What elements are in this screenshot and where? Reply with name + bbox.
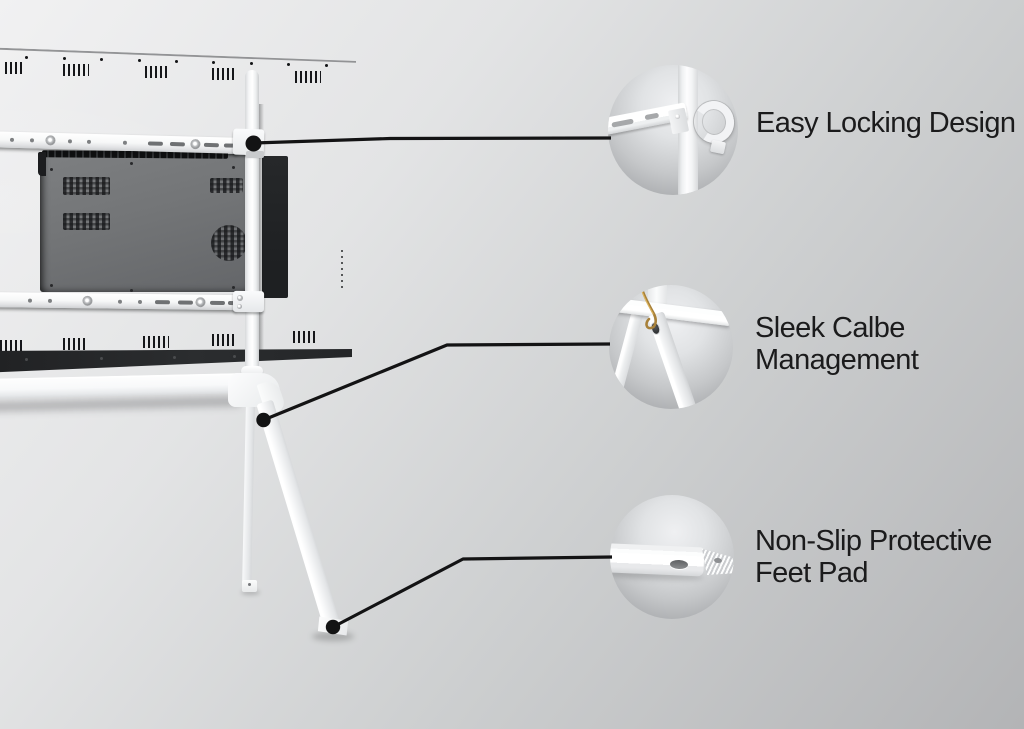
tv-vent-group xyxy=(0,340,22,352)
tv-mesh-vent xyxy=(63,177,110,195)
leader-dot-feet-pad xyxy=(325,619,341,635)
feature-label-line: Non-Slip Protective xyxy=(755,525,992,557)
tv-screw xyxy=(250,62,253,65)
tv-panel-bracket xyxy=(38,152,46,176)
edge-screw xyxy=(341,274,343,276)
edge-screw xyxy=(100,357,103,360)
feature-label-line: Feet Pad xyxy=(755,557,868,589)
leader-line-feet-pad xyxy=(332,555,613,629)
tv-screw xyxy=(63,57,66,60)
callout-circle-easy-locking xyxy=(608,65,738,195)
tv-vent-group xyxy=(212,334,234,346)
tv-io-panel xyxy=(262,156,288,298)
feature-label-line: Management xyxy=(755,344,919,376)
leader-dot-easy-locking xyxy=(245,135,262,152)
tv-screw xyxy=(287,63,290,66)
stand-rear-foot-shadow xyxy=(241,590,260,595)
leader-line-easy-locking xyxy=(253,136,612,145)
tv-vent-group xyxy=(63,338,88,350)
rail-clamp-top-tab xyxy=(246,151,264,158)
callout-circle-cable-management xyxy=(609,285,733,409)
stand-front-foot-shadow xyxy=(312,632,354,641)
rail-clamp-bolt xyxy=(237,304,242,309)
edge-screw xyxy=(341,286,343,288)
tv-mesh-vent xyxy=(63,213,110,230)
pole-shadow-on-tv xyxy=(257,104,264,358)
tv-screw xyxy=(138,59,141,62)
tv-screw xyxy=(25,56,28,59)
edge-screw xyxy=(341,262,343,264)
hinge-screw xyxy=(675,114,680,119)
tv-vent-group xyxy=(293,331,318,343)
edge-screw xyxy=(341,280,343,282)
leader-dot-cable-management xyxy=(256,412,271,428)
zoom-pole-stub xyxy=(648,285,667,305)
panel-screw xyxy=(50,284,53,287)
panel-screw xyxy=(130,289,133,292)
tv-back-panel xyxy=(0,47,356,358)
panel-screw xyxy=(232,286,235,289)
tv-vent-group xyxy=(295,71,321,83)
rear-foot-screw xyxy=(248,583,251,586)
tv-vent-group xyxy=(212,68,234,80)
edge-screw xyxy=(341,250,343,252)
stand-rear-foot xyxy=(242,580,257,592)
tv-mesh-vent xyxy=(210,178,243,193)
tv-screw xyxy=(100,58,103,61)
pole-collar xyxy=(241,366,263,376)
tv-mesh-vent-round xyxy=(211,225,247,261)
panel-screw xyxy=(50,168,53,171)
edge-screw xyxy=(173,356,176,359)
zoom-cable xyxy=(639,285,657,330)
rail-clamp-bolt xyxy=(237,295,243,301)
edge-screw xyxy=(341,256,343,258)
panel-screw xyxy=(130,162,133,165)
edge-screw xyxy=(341,268,343,270)
leader-line-cable-management xyxy=(262,342,611,422)
edge-screw xyxy=(233,355,236,358)
tv-screw xyxy=(325,64,328,67)
feature-label-line: Sleek Calbe xyxy=(755,312,905,344)
tv-vent-group xyxy=(63,64,89,76)
tv-vent-group xyxy=(143,336,169,348)
tv-screw xyxy=(175,60,178,63)
tv-vent-group xyxy=(5,62,22,74)
feature-label-line: Easy Locking Design xyxy=(756,107,1016,139)
callout-circle-feet-pad xyxy=(610,495,734,619)
panel-screw xyxy=(232,166,235,169)
edge-screw xyxy=(25,358,28,361)
tv-vent-group xyxy=(145,66,170,78)
tv-screw xyxy=(212,61,215,64)
